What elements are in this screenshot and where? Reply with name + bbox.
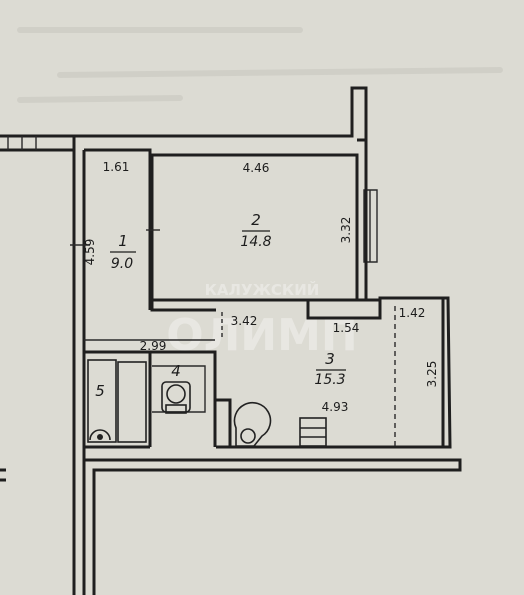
- dim-bath-width: 2.99: [140, 339, 167, 353]
- watermark: КАЛУЖСКИЙ ОЛИМП: [166, 280, 357, 361]
- bathtub-icon: [87, 359, 117, 443]
- dim-room3-top-mid: 1.54: [333, 321, 360, 335]
- room-1: [84, 148, 215, 341]
- bathroom: [84, 350, 217, 449]
- room-1-area: 9.0: [111, 256, 133, 272]
- room-5-number: 5: [95, 382, 105, 400]
- dim-room1-length: 4.59: [83, 239, 97, 266]
- dim-room3-length: 4.93: [322, 400, 349, 414]
- building-walls: [0, 86, 368, 595]
- dim-room2-width: 4.46: [243, 161, 270, 175]
- dim-room3-top-right: 1.42: [399, 306, 426, 320]
- corridor-wall: [84, 458, 462, 595]
- watermark-line-1: КАЛУЖСКИЙ: [205, 280, 320, 299]
- dim-room3-top-left: 3.42: [231, 314, 258, 328]
- dim-room2-length: 3.32: [339, 217, 353, 244]
- room-2-area: 14.8: [240, 234, 271, 250]
- room-1-number: 1: [118, 232, 128, 250]
- dim-room3-height: 3.25: [425, 361, 439, 388]
- room-4-number: 4: [171, 362, 181, 380]
- room-3-number: 3: [325, 350, 335, 368]
- sink-icon: [117, 361, 147, 443]
- dim-room1-width: 1.61: [103, 160, 130, 174]
- stove-icon: [299, 417, 327, 447]
- room-2-number: 2: [251, 211, 261, 229]
- kitchen-sink-icon: [233, 401, 272, 447]
- background-texture: [17, 27, 503, 103]
- toilet-icon: [161, 381, 191, 414]
- room-3-area: 15.3: [314, 372, 345, 388]
- room-3: [216, 296, 452, 449]
